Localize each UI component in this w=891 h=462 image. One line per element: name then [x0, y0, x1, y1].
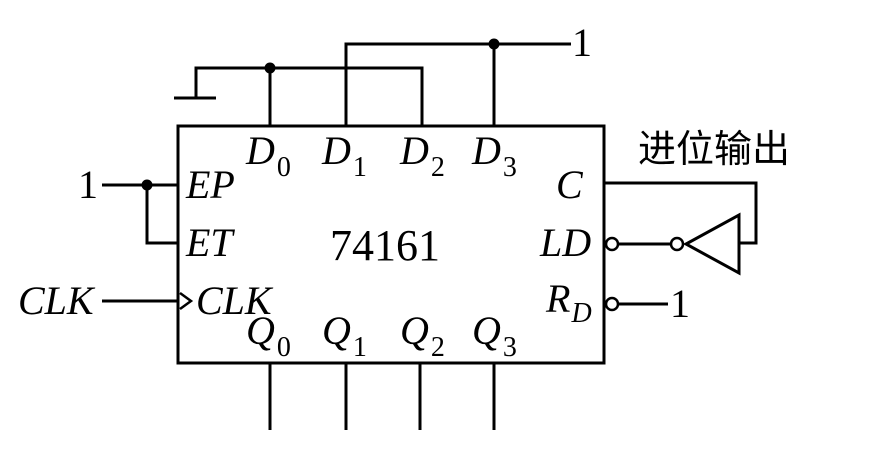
junction-ep [141, 179, 153, 191]
pin-c: C [556, 162, 584, 207]
pin-d1: D1 [321, 128, 367, 183]
pin-d2: D2 [399, 128, 445, 183]
logic-one-right: 1 [670, 281, 690, 326]
carry-out-label: 进位输出 [638, 127, 790, 171]
inverter-bubble [669, 236, 685, 252]
logic-one-left: 1 [78, 162, 98, 207]
pin-et: ET [185, 220, 235, 265]
logic-one-top: 1 [572, 20, 592, 65]
d0-d2-bus [194, 66, 424, 126]
pin-q2: Q2 [400, 308, 445, 363]
inverter-triangle [682, 212, 741, 276]
chip-name: 74161 [330, 221, 440, 270]
pin-ld: LD [539, 220, 591, 265]
pin-clk: CLK [196, 278, 274, 323]
ep-et-tie [145, 185, 178, 245]
pin-d0: D0 [245, 128, 291, 183]
pin-ep: EP [185, 162, 235, 207]
pin-q3: Q3 [472, 308, 517, 363]
ld-bubble [604, 236, 620, 252]
junction-d0 [264, 62, 276, 74]
pin-q0: Q0 [246, 308, 291, 363]
clk-external-label: CLK [18, 278, 96, 323]
carry-wire [604, 181, 758, 245]
junction-d3 [488, 38, 500, 50]
pin-rd: RD [545, 276, 592, 329]
rd-bubble [604, 296, 620, 312]
pin-d3: D3 [471, 128, 517, 183]
pin-q1: Q1 [322, 308, 367, 363]
clk-edge-marker [179, 291, 194, 311]
d1-d3-bus [344, 42, 571, 126]
